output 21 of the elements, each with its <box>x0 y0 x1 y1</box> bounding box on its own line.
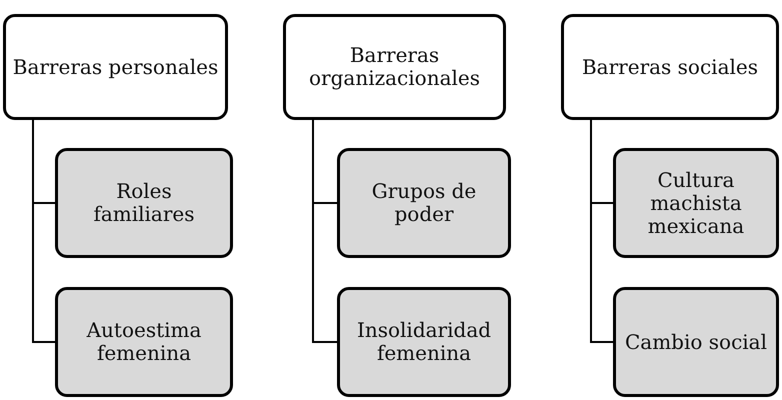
item-box <box>55 148 233 258</box>
category-box <box>561 14 779 120</box>
box-text: Barreras personales <box>12 56 218 78</box>
box-text: Insolidaridad femenina <box>356 319 492 365</box>
connector-line <box>32 120 55 343</box>
connector-line <box>590 120 613 343</box>
item-box <box>337 287 511 397</box>
box-text: Barreras sociales <box>582 56 758 78</box>
box-text: Roles familiares <box>92 180 196 226</box>
box-text: Grupos de poder <box>370 180 478 226</box>
connector-line <box>312 120 337 343</box>
category-box <box>3 14 228 120</box>
item-box <box>613 287 779 397</box>
box-text: Barreras organizacionales <box>308 44 481 90</box>
category-box <box>283 14 506 120</box>
box-text: Cambio social <box>624 330 767 354</box>
item-box <box>55 287 233 397</box>
item-box <box>337 148 511 258</box>
item-box <box>613 148 779 258</box>
box-text: Cultura machista mexicana <box>646 168 746 238</box>
box-text: Autoestima femenina <box>86 319 202 365</box>
